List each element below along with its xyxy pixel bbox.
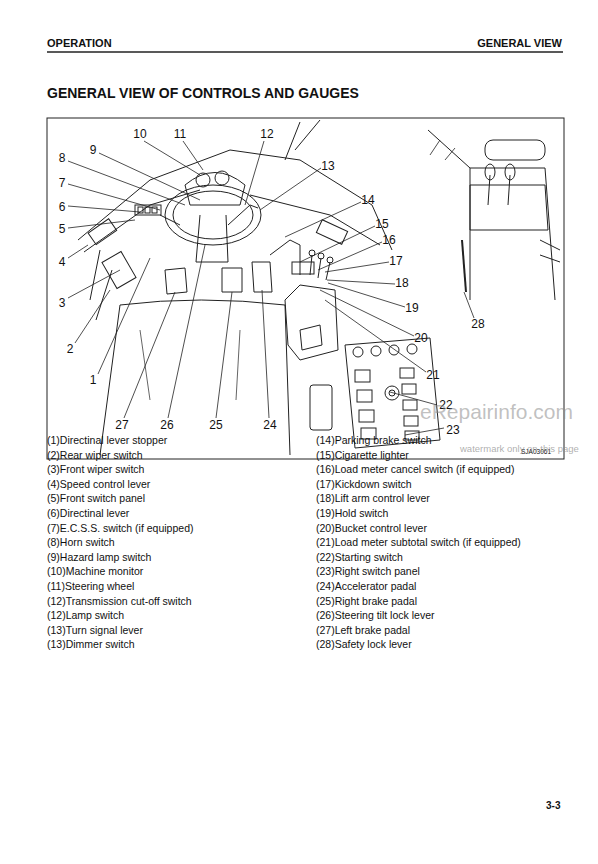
callout-number: 24: [263, 419, 276, 431]
page-title: GENERAL VIEW OF CONTROLS AND GAUGES: [47, 86, 359, 101]
callout-number: 9: [90, 144, 97, 156]
callout-number: 12: [260, 128, 273, 140]
legend-item: (17)Kickdown switch: [316, 479, 412, 491]
legend-item: (21)Load meter subtotal switch (if equip…: [316, 537, 521, 549]
watermark: watermark only on this page: [460, 444, 579, 454]
legend-item: (7)E.C.S.S. switch (if equipped): [47, 523, 193, 535]
page-header: GENERAL VIEW: [477, 37, 562, 49]
callout-number: 14: [361, 194, 374, 206]
legend-item: (16)Load meter cancel switch (if equippe…: [316, 464, 514, 476]
legend-item: (22)Starting switch: [316, 552, 403, 564]
legend-item: (12)Lamp switch: [47, 610, 124, 622]
steering-wheel: [160, 171, 261, 262]
legend-item: (5)Front switch panel: [47, 493, 145, 505]
callout-number: 17: [389, 255, 402, 267]
page-number: 3-3: [546, 800, 560, 811]
legend-item: (18)Lift arm control lever: [316, 493, 430, 505]
leader-lines: [68, 141, 474, 435]
legend-item: (24)Accelerator padal: [316, 581, 416, 593]
callout-number: 18: [395, 277, 408, 289]
legend-item: (2)Rear wiper switch: [47, 450, 143, 462]
legend-item: (6)Directinal lever: [47, 508, 129, 520]
callout-number: 15: [375, 218, 388, 230]
callout-number: 13: [321, 160, 334, 172]
callout-number: 3: [59, 297, 66, 309]
header-rule: [47, 51, 563, 53]
callout-number: 27: [115, 419, 128, 431]
legend-item: (20)Bucket control lever: [316, 523, 427, 535]
legend-item: (14)Parking brake switch: [316, 435, 432, 447]
legend-item: (11)Steering wheel: [47, 581, 134, 593]
legend-item: (13)Dimmer switch: [47, 639, 135, 651]
legend-item: (15)Cigarette lighter: [316, 450, 409, 462]
legend-item: (26)Steering tilt lock lever: [316, 610, 434, 622]
callout-number: 11: [174, 128, 186, 140]
callout-number: 21: [426, 369, 439, 381]
watermark: eRepairinfo.com: [420, 400, 573, 423]
callout-number: 26: [160, 419, 173, 431]
legend-item: (23)Right switch panel: [316, 566, 420, 578]
callout-number: 23: [446, 424, 459, 436]
callout-number: 5: [59, 223, 66, 235]
legend-item: (10)Machine monitor: [47, 566, 143, 578]
legend-item: (12)Transmission cut-off switch: [47, 596, 192, 608]
legend-item: (19)Hold switch: [316, 508, 388, 520]
right-console: [270, 240, 338, 430]
callout-number: 2: [67, 343, 74, 355]
cab-dashboard: [78, 120, 392, 320]
callout-number: 8: [59, 152, 66, 164]
legend-item: (4)Speed control lever: [47, 479, 150, 491]
legend-item: (8)Horn switch: [47, 537, 115, 549]
console-inset: [428, 130, 560, 300]
page-header: OPERATION: [47, 37, 112, 49]
callout-number: 6: [59, 201, 66, 213]
legend-item: (1)Directinal lever stopper: [47, 435, 167, 447]
legend-item: (3)Front wiper switch: [47, 464, 144, 476]
callout-number: 7: [59, 177, 66, 189]
callout-number: 20: [414, 332, 427, 344]
callout-number: 10: [133, 128, 146, 140]
callout-number: 28: [471, 318, 484, 330]
callout-number: 4: [59, 256, 66, 268]
legend-item: (9)Hazard lamp switch: [47, 552, 151, 564]
callout-number: 19: [405, 302, 418, 314]
callout-number: 25: [209, 419, 222, 431]
legend-item: (28)Safety lock lever: [316, 639, 412, 651]
legend-item: (13)Turn signal lever: [47, 625, 143, 637]
legend-item: (25)Right brake padal: [316, 596, 417, 608]
callout-number: 1: [90, 374, 97, 386]
callout-number: 16: [382, 234, 395, 246]
legend-item: (27)Left brake padal: [316, 625, 410, 637]
